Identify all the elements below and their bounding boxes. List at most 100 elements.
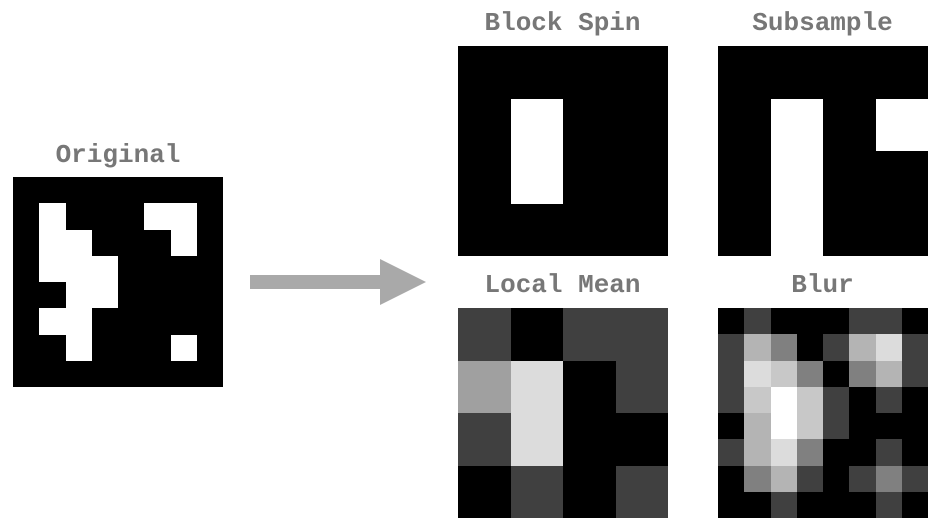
grid-cell [770, 334, 797, 361]
grid-cell [718, 465, 745, 492]
grid-cell [823, 203, 876, 256]
grid-cell [91, 255, 118, 282]
blur-grid [718, 308, 928, 518]
grid-cell [875, 308, 902, 335]
grid-cell [196, 177, 223, 204]
grid-cell [718, 360, 745, 387]
grid-cell [615, 308, 668, 361]
grid-cell [823, 465, 850, 492]
grid-cell [901, 334, 928, 361]
grid-cell [65, 177, 92, 204]
grid-cell [170, 334, 197, 361]
grid-cell [718, 151, 771, 204]
original-label: Original [55, 140, 181, 170]
grid-cell [510, 360, 563, 413]
grid-cell [39, 177, 66, 204]
grid-cell [718, 46, 771, 99]
grid-cell [563, 413, 616, 466]
grid-cell [770, 203, 823, 256]
grid-cell [458, 360, 511, 413]
grid-cell [196, 229, 223, 256]
grid-cell [849, 491, 876, 518]
arrow-right-icon [250, 259, 426, 305]
grid-cell [718, 491, 745, 518]
grid-cell [563, 465, 616, 518]
grid-cell [823, 491, 850, 518]
grid-cell [901, 439, 928, 466]
arrow-head [380, 259, 426, 305]
grid-cell [144, 203, 171, 230]
grid-cell [196, 282, 223, 309]
grid-cell [823, 386, 850, 413]
grid-cell [196, 308, 223, 335]
grid-cell [770, 46, 823, 99]
grid-cell [196, 255, 223, 282]
grid-cell [170, 203, 197, 230]
grid-cell [563, 308, 616, 361]
grid-cell [796, 386, 823, 413]
grid-cell [39, 282, 66, 309]
grid-cell [718, 413, 745, 440]
grid-cell [875, 413, 902, 440]
grid-cell [875, 46, 928, 99]
grid-cell [563, 46, 616, 99]
grid-cell [615, 203, 668, 256]
grid-cell [39, 255, 66, 282]
block-spin-grid [458, 46, 668, 256]
grid-cell [458, 465, 511, 518]
grid-cell [13, 229, 40, 256]
grid-cell [65, 334, 92, 361]
grid-cell [796, 334, 823, 361]
grid-cell [823, 46, 876, 99]
grid-cell [796, 465, 823, 492]
grid-cell [196, 360, 223, 387]
grid-cell [849, 334, 876, 361]
grid-cell [65, 255, 92, 282]
grid-cell [744, 491, 771, 518]
grid-cell [901, 465, 928, 492]
grid-cell [118, 334, 145, 361]
grid-cell [718, 439, 745, 466]
grid-cell [875, 491, 902, 518]
grid-cell [65, 360, 92, 387]
grid-cell [875, 151, 928, 204]
grid-cell [13, 282, 40, 309]
grid-cell [875, 203, 928, 256]
grid-cell [144, 177, 171, 204]
grid-cell [744, 386, 771, 413]
grid-cell [510, 413, 563, 466]
grid-cell [144, 282, 171, 309]
grid-cell [770, 98, 823, 151]
grid-cell [615, 98, 668, 151]
grid-cell [744, 413, 771, 440]
grid-cell [39, 229, 66, 256]
blur-label: Blur [791, 270, 854, 300]
grid-cell [718, 308, 745, 335]
grid-cell [65, 308, 92, 335]
grid-cell [796, 360, 823, 387]
grid-cell [823, 334, 850, 361]
grid-cell [770, 308, 797, 335]
grid-cell [796, 308, 823, 335]
grid-cell [823, 151, 876, 204]
grid-cell [458, 98, 511, 151]
grid-cell [849, 308, 876, 335]
grid-cell [91, 308, 118, 335]
grid-cell [744, 308, 771, 335]
grid-cell [849, 386, 876, 413]
grid-cell [91, 203, 118, 230]
grid-cell [875, 334, 902, 361]
grid-cell [91, 229, 118, 256]
grid-cell [901, 413, 928, 440]
grid-cell [770, 360, 797, 387]
grid-cell [823, 98, 876, 151]
grid-cell [849, 413, 876, 440]
grid-cell [144, 308, 171, 335]
grid-cell [615, 465, 668, 518]
grid-cell [170, 308, 197, 335]
grid-cell [510, 46, 563, 99]
subsample-label: Subsample [752, 8, 893, 38]
local-mean-grid [458, 308, 668, 518]
grid-cell [875, 386, 902, 413]
grid-cell [901, 491, 928, 518]
